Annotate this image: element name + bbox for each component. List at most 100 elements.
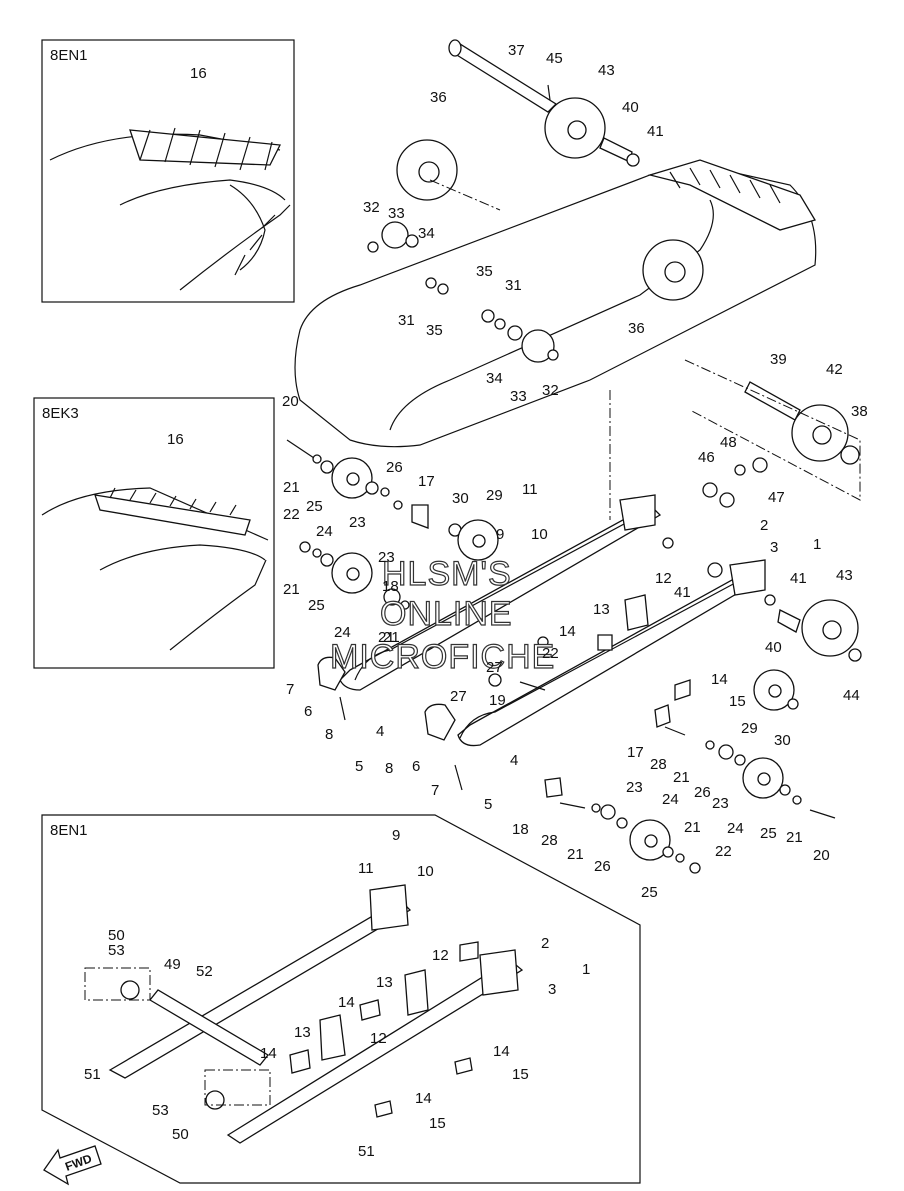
fwd-arrow: FWD [43, 1145, 102, 1186]
callout-13: 13 [294, 1024, 311, 1041]
callout-12: 12 [655, 570, 672, 587]
callout-21: 21 [378, 629, 395, 646]
callout-25: 25 [760, 825, 777, 842]
callout-45: 45 [546, 50, 563, 67]
callout-38: 38 [851, 403, 868, 420]
callout-5: 5 [484, 796, 492, 813]
callout-44: 44 [843, 687, 860, 704]
callout-21: 21 [567, 846, 584, 863]
callout-24: 24 [316, 523, 333, 540]
callout-12: 12 [370, 1030, 387, 1047]
callout-6: 6 [304, 703, 312, 720]
callout-21: 21 [673, 769, 690, 786]
callout-13: 13 [593, 601, 610, 618]
callout-2: 2 [760, 517, 768, 534]
callout-32: 32 [363, 199, 380, 216]
callout-28: 28 [541, 832, 558, 849]
callout-17: 17 [418, 473, 435, 490]
idler-wheels-left [286, 439, 499, 610]
callout-29: 29 [741, 720, 758, 737]
callout-41: 41 [790, 570, 807, 587]
callout-27: 27 [450, 688, 467, 705]
callout-16: 16 [167, 431, 184, 448]
callout-29: 29 [486, 487, 503, 504]
callout-33: 33 [510, 388, 527, 405]
callout-11: 11 [358, 860, 374, 877]
callout-14: 14 [260, 1045, 277, 1062]
callout-10: 10 [417, 863, 434, 880]
callout-24: 24 [662, 791, 679, 808]
callout-15: 15 [429, 1115, 446, 1132]
callout-15: 15 [512, 1066, 529, 1083]
callout-35: 35 [476, 263, 493, 280]
callout-21: 21 [283, 581, 300, 598]
inset-rail-parts [84, 884, 524, 1144]
callout-26: 26 [694, 784, 711, 801]
callout-48: 48 [720, 434, 737, 451]
callout-1: 1 [582, 961, 590, 978]
callout-4: 4 [376, 723, 384, 740]
callout-49: 49 [164, 956, 181, 973]
watermark-line-3: MICROFICHE [330, 638, 555, 676]
callout-53: 53 [108, 942, 125, 959]
callout-23: 23 [626, 779, 643, 796]
callout-7: 7 [431, 782, 439, 799]
box-label-bottom: 8EN1 [50, 822, 88, 839]
callout-50: 50 [172, 1126, 189, 1143]
callout-24: 24 [727, 820, 744, 837]
callout-21: 21 [684, 819, 701, 836]
callout-53: 53 [152, 1102, 169, 1119]
callout-26: 26 [386, 459, 403, 476]
callout-6: 6 [412, 758, 420, 775]
callout-13: 13 [376, 974, 393, 991]
callout-22: 22 [715, 843, 732, 860]
callout-14: 14 [711, 671, 728, 688]
callout-34: 34 [486, 370, 503, 387]
callout-10: 10 [531, 526, 548, 543]
callout-22: 22 [283, 506, 300, 523]
callout-41: 41 [674, 584, 691, 601]
track-belt [294, 159, 817, 448]
inset-8en1-track [41, 39, 295, 303]
callout-18: 18 [512, 821, 529, 838]
callout-30: 30 [452, 490, 469, 507]
callout-14: 14 [338, 994, 355, 1011]
callout-19: 19 [489, 692, 506, 709]
callout-37: 37 [508, 42, 525, 59]
callout-51: 51 [358, 1143, 375, 1160]
rear-idler-group [609, 359, 861, 520]
idler-wheels-right [488, 537, 862, 874]
callout-16: 16 [190, 65, 207, 82]
box-label-top: 8EN1 [50, 47, 88, 64]
callout-14: 14 [415, 1090, 432, 1107]
callout-26: 26 [594, 858, 611, 875]
callout-8: 8 [385, 760, 393, 777]
callout-47: 47 [768, 489, 785, 506]
callout-39: 39 [770, 351, 787, 368]
inset-8en1-rails [41, 814, 641, 1184]
callout-11: 11 [522, 481, 538, 498]
callout-40: 40 [765, 639, 782, 656]
callout-24: 24 [334, 624, 351, 641]
callout-25: 25 [308, 597, 325, 614]
callout-18: 18 [382, 578, 399, 595]
callout-28: 28 [650, 756, 667, 773]
callout-31: 31 [398, 312, 415, 329]
callout-36: 36 [628, 320, 645, 337]
callout-3: 3 [770, 539, 778, 556]
callout-2: 2 [541, 935, 549, 952]
callout-35: 35 [426, 322, 443, 339]
callout-40: 40 [622, 99, 639, 116]
callout-25: 25 [306, 498, 323, 515]
callout-51: 51 [84, 1066, 101, 1083]
slide-rails [339, 494, 766, 747]
callout-21: 21 [786, 829, 803, 846]
callout-21: 21 [283, 479, 300, 496]
callout-23: 23 [378, 549, 395, 566]
callout-42: 42 [826, 361, 843, 378]
callout-27: 27 [486, 659, 503, 676]
callout-46: 46 [698, 449, 715, 466]
callout-7: 7 [286, 681, 294, 698]
